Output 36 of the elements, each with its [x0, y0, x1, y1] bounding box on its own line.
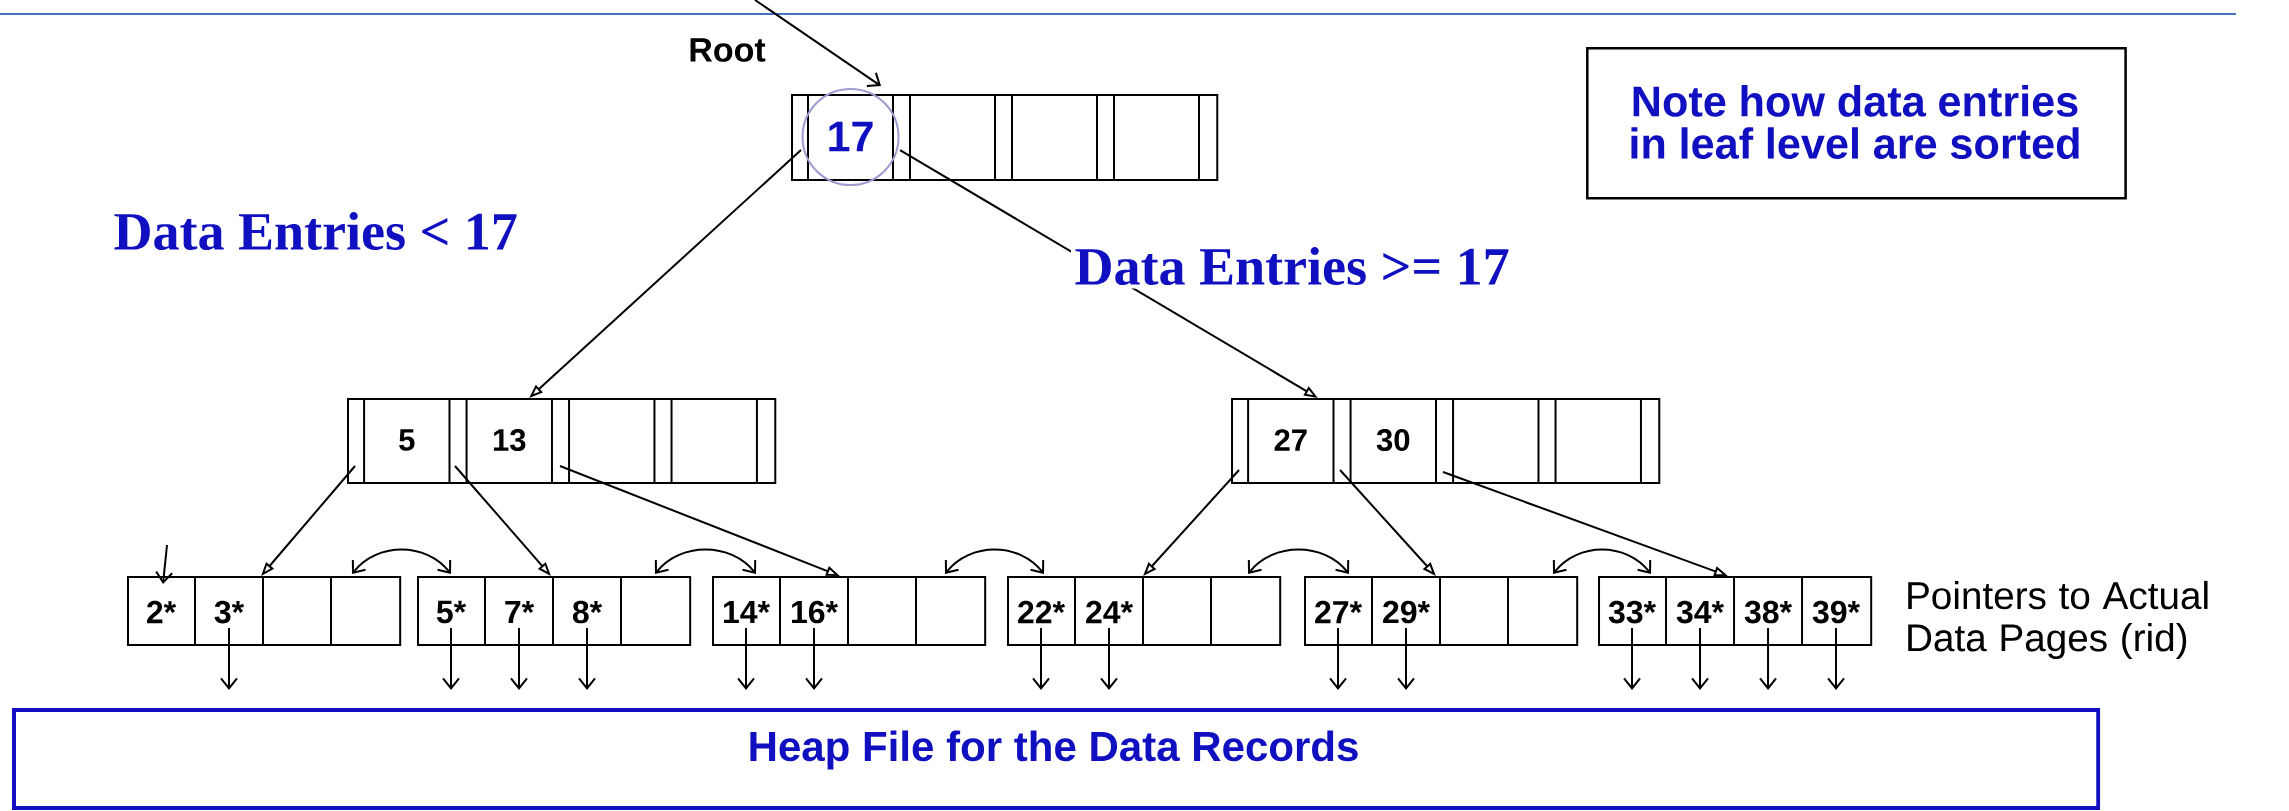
arrow — [737, 627, 755, 690]
annotation: Pointers to Actual Data Pages (rid) — [1908, 580, 2208, 660]
leaf-page: 33* 34* 38* 39* — [1598, 575, 1873, 647]
index-node: 17 — [791, 88, 1219, 186]
arrow — [1247, 548, 1350, 575]
leaf-page: 14* 16* — [712, 575, 987, 647]
label: Root — [690, 38, 766, 62]
annotation: Data Entries < 17 — [110, 208, 522, 254]
arrow — [220, 627, 238, 690]
leaf-page: 22* 24* — [1007, 575, 1282, 647]
arrow — [1329, 627, 1348, 690]
arrow — [1827, 627, 1846, 690]
arrow — [510, 627, 528, 690]
arrow — [1759, 627, 1778, 690]
arrow — [442, 627, 460, 690]
arrow — [654, 548, 757, 575]
arrow — [754, 0, 881, 88]
arrow — [1032, 627, 1051, 690]
arrow — [351, 548, 452, 575]
arrow — [1100, 627, 1119, 690]
arrow — [1623, 627, 1642, 690]
arrow — [1552, 548, 1652, 575]
leaf-page: 5* 7* 8* — [417, 575, 692, 647]
arrow — [578, 627, 596, 690]
leaf-page: 2* 3* — [127, 575, 402, 647]
arrow — [944, 548, 1045, 575]
arrow — [1691, 627, 1710, 690]
arrow — [805, 627, 824, 690]
annotation: Data Entries >= 17 — [1071, 243, 1514, 289]
index-node: 5 13 — [347, 397, 777, 485]
index-node: 27 30 — [1231, 397, 1661, 485]
note-box: Note how data entries in leaf level are sorted — [1586, 47, 2127, 200]
leaf-page: 27* 29* — [1304, 575, 1579, 647]
heap-file-box: Heap File for the Data Records — [12, 708, 2101, 811]
arrow — [155, 544, 174, 584]
arrow — [1397, 627, 1416, 690]
